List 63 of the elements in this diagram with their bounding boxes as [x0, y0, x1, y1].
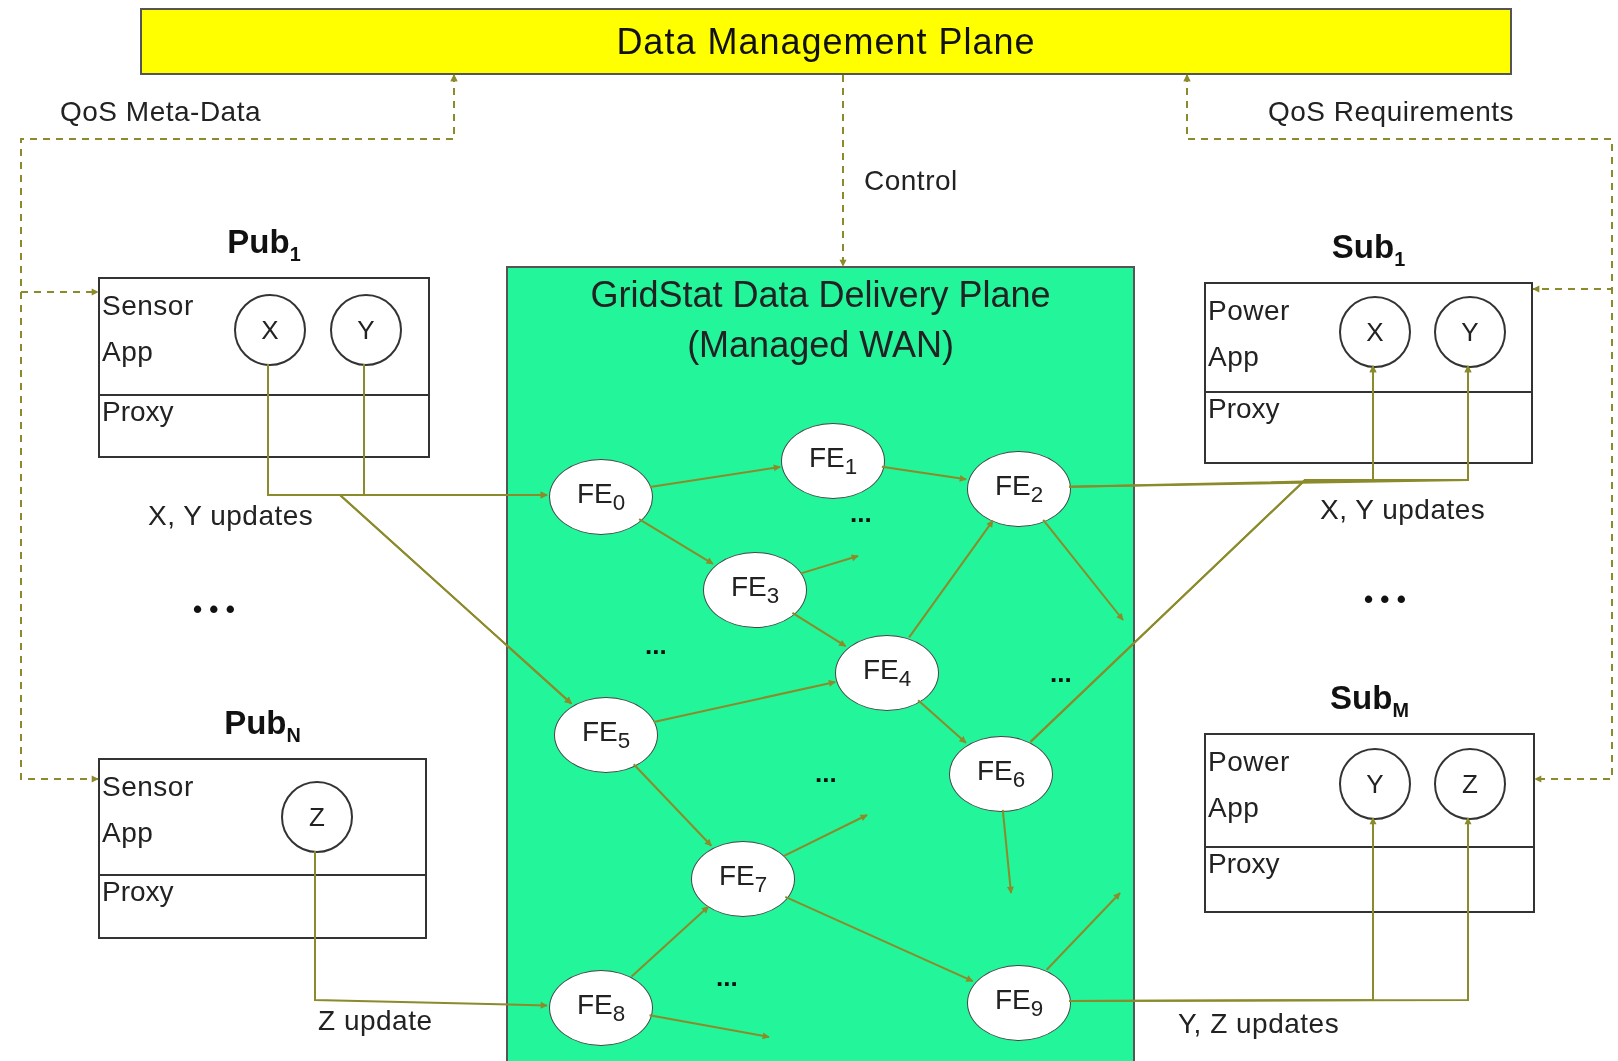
- plane-title: GridStat Data Delivery Plane (Managed WAN): [589, 273, 1052, 367]
- forwarding-engine-ellipse: [835, 635, 939, 711]
- arrow: [632, 763, 713, 847]
- proxy-label: Proxy: [102, 876, 174, 908]
- arrow: [1042, 518, 1124, 621]
- arrow: [791, 611, 847, 648]
- arrow: [917, 699, 967, 744]
- engine-name: FE$_{3}$: [730, 571, 780, 609]
- arrow: [652, 679, 837, 723]
- box-heading: Pub$_{1}$: [226, 223, 302, 266]
- arrow: [648, 464, 782, 489]
- arrow: [784, 895, 974, 983]
- arrow: [1029, 365, 1472, 743]
- management-plane-bar: [140, 8, 1512, 75]
- engine-name: FE$_{5}$: [581, 716, 631, 754]
- variable-name: Z: [309, 801, 325, 833]
- app-label: Power App: [1208, 745, 1291, 825]
- dashed-arrow: [839, 74, 847, 267]
- variable-name: Y: [357, 314, 375, 346]
- engine-name: FE$_{1}$: [808, 442, 858, 480]
- arrow: [880, 465, 968, 482]
- variable-name: Z: [1462, 768, 1478, 800]
- proxy-label: Proxy: [102, 396, 174, 428]
- variable-name: X: [1366, 316, 1384, 348]
- app-label: Sensor App: [102, 770, 195, 850]
- arrow: [1001, 808, 1014, 894]
- box-heading: Sub$_{M}$: [1329, 679, 1410, 722]
- box-heading: Sub$_{1}$: [1330, 228, 1407, 271]
- delivery-plane-panel: [506, 266, 1135, 1061]
- dashed-arrow: [20, 74, 458, 783]
- arrow: [908, 519, 994, 639]
- ellipsis-mark: ...: [815, 760, 837, 786]
- arrow: [800, 554, 859, 575]
- variable-name: Y: [1461, 316, 1479, 348]
- app-label: Sensor App: [102, 289, 195, 369]
- arrow: [648, 1014, 770, 1040]
- plane-title: Data Management Plane: [616, 20, 1036, 63]
- arrow: [1045, 892, 1121, 971]
- ellipsis-mark: ...: [1050, 660, 1072, 686]
- engine-name: FE$_{7}$: [718, 860, 768, 898]
- ellipsis-mark: • • •: [193, 596, 235, 622]
- app-label: Power App: [1208, 294, 1291, 374]
- engine-name: FE$_{4}$: [862, 654, 912, 692]
- engine-name: FE$_{6}$: [976, 755, 1026, 793]
- ellipsis-mark: • • •: [1364, 586, 1406, 612]
- proxy-label: Proxy: [1208, 848, 1280, 880]
- variable-name: X: [261, 314, 279, 346]
- forwarding-engine-ellipse: [691, 841, 795, 917]
- ellipsis-mark: ...: [716, 964, 738, 990]
- engine-name: FE$_{9}$: [994, 984, 1044, 1022]
- dashed-arrow: [1183, 74, 1613, 783]
- engine-name: FE$_{2}$: [994, 470, 1044, 508]
- ellipsis-mark: ...: [850, 500, 872, 526]
- box-heading: Pub$_{N}$: [223, 704, 302, 747]
- proxy-label: Proxy: [1208, 393, 1280, 425]
- engine-name: FE$_{8}$: [576, 989, 626, 1027]
- engine-name: FE$_{0}$: [576, 478, 626, 516]
- arrow: [630, 905, 710, 978]
- arrow: [638, 518, 714, 565]
- ellipsis-mark: ...: [645, 632, 667, 658]
- arrow: [783, 814, 868, 857]
- variable-name: Y: [1366, 768, 1384, 800]
- arrow: [314, 850, 548, 1009]
